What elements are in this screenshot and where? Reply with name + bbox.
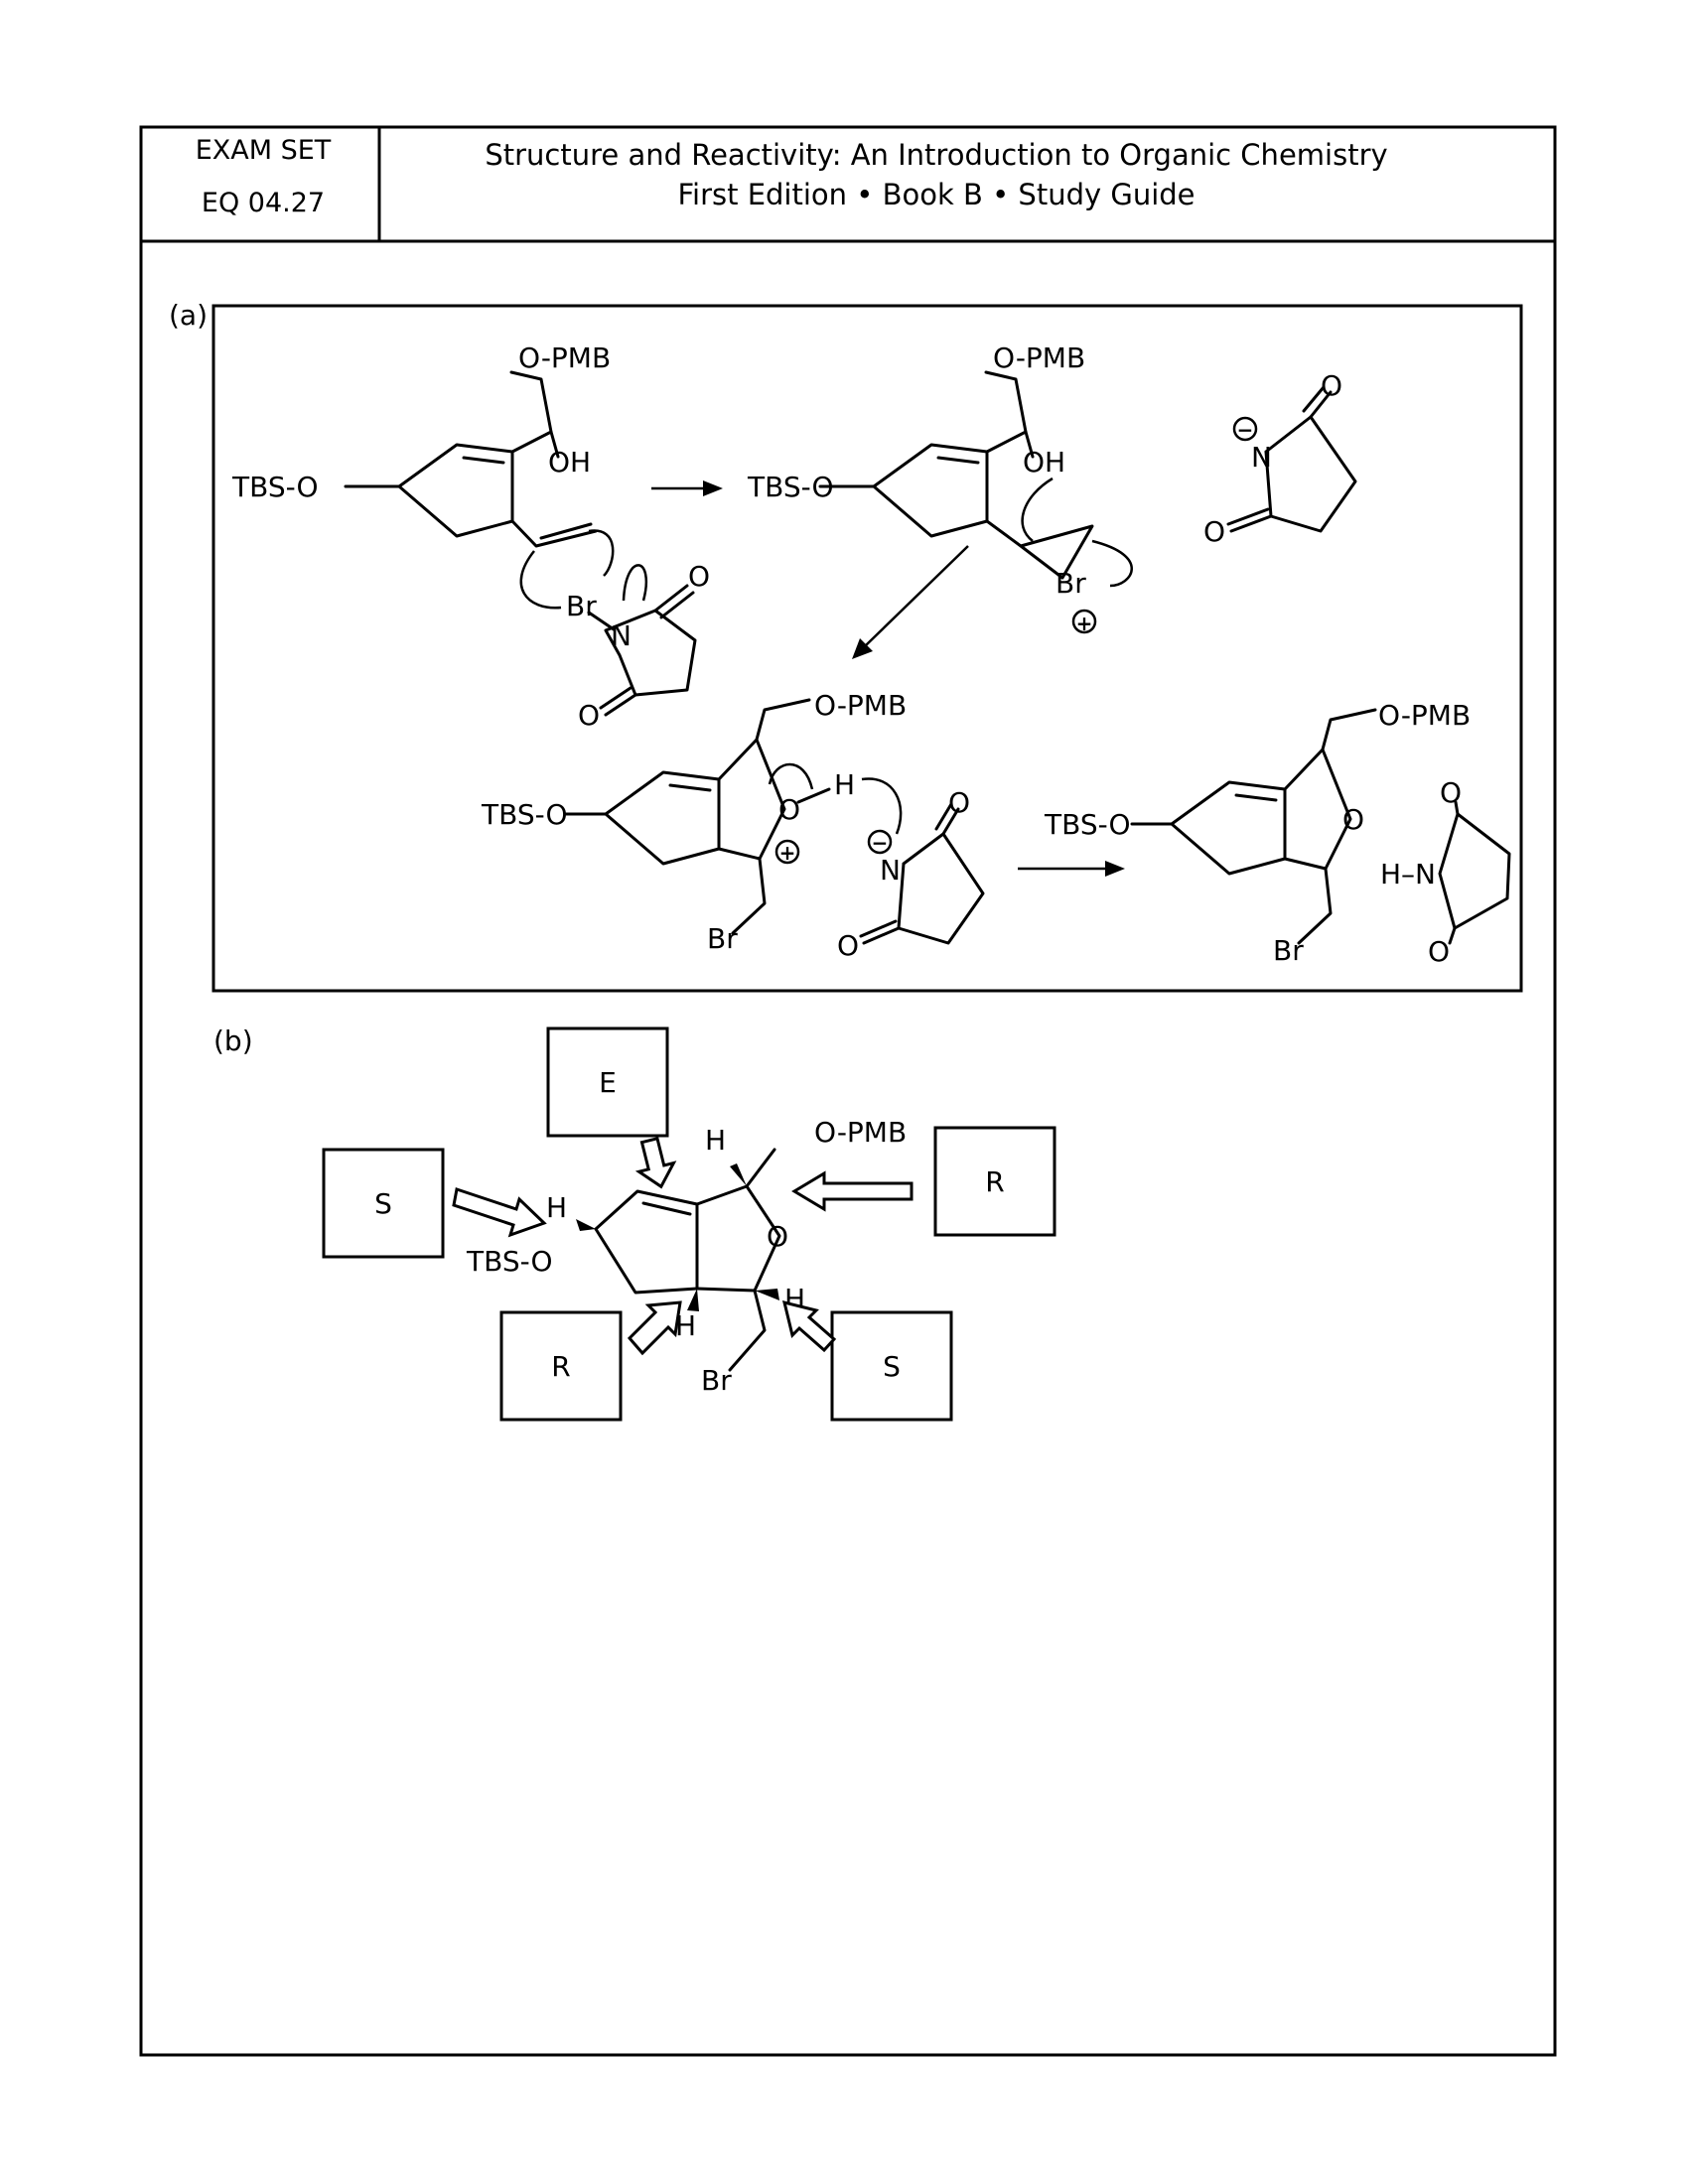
oxonium-o-label: O bbox=[778, 793, 800, 826]
pointer-arrow-ch2opmb bbox=[791, 1170, 914, 1212]
bromonium-br-label: Br bbox=[1055, 567, 1086, 600]
stereo-o-pmb-label: O-PMB bbox=[814, 1116, 907, 1149]
o-pmb-label-3: O-PMB bbox=[814, 689, 907, 722]
ether-o-label: O bbox=[1342, 803, 1364, 836]
answer-ch2opmb: R bbox=[985, 1165, 1004, 1198]
h-n-label: H–N bbox=[1380, 858, 1436, 890]
answer-box-ch2br-carbon: S bbox=[830, 1310, 953, 1422]
o-pmb-label: O-PMB bbox=[518, 341, 611, 374]
tbs-o-label: TBS-O bbox=[231, 471, 319, 503]
stereo-h2-label: H bbox=[705, 1124, 726, 1157]
part-a-box bbox=[211, 304, 1523, 993]
answer-box-ch2opmb-carbon: R bbox=[933, 1126, 1056, 1237]
positive-charge-icon bbox=[1071, 609, 1097, 634]
part-b-label: (b) bbox=[213, 1024, 253, 1057]
succinimide-anion-2: N O O − bbox=[837, 786, 985, 962]
stereo-h1-label: H bbox=[546, 1191, 567, 1224]
wedge-bond-3 bbox=[687, 1289, 699, 1311]
pointer-arrow-ch2br bbox=[781, 1299, 837, 1353]
anion2-minus-sign: − bbox=[872, 831, 889, 855]
answer-box-tbso-carbon: S bbox=[322, 1148, 445, 1259]
ch2br-label-3: Br bbox=[707, 922, 738, 955]
tbs-o-label-4: TBS-O bbox=[1044, 808, 1131, 841]
ch2br-label-4: Br bbox=[1273, 934, 1304, 967]
book-subtitle: First Edition • Book B • Study Guide bbox=[677, 178, 1195, 211]
oh-label-2: OH bbox=[1023, 446, 1065, 478]
plus-sign: + bbox=[1076, 612, 1093, 635]
wedge-bond-2 bbox=[730, 1163, 747, 1186]
bromonium-intermediate: TBS-O O-PMB OH Br + bbox=[747, 341, 1133, 635]
reaction-arrow-2-head bbox=[852, 638, 873, 659]
reaction-arrow-3-head bbox=[1105, 861, 1125, 877]
oxonium-plus-icon bbox=[774, 839, 800, 865]
anion2-o2-label: O bbox=[837, 929, 859, 962]
anion-o2-label: O bbox=[1203, 515, 1225, 548]
pointer-arrow-ring-fusion bbox=[627, 1300, 682, 1356]
succinimide-anion-1: N O O − bbox=[1203, 369, 1357, 548]
answer-ring-fusion: R bbox=[551, 1350, 570, 1383]
anion-o-label: O bbox=[1321, 369, 1342, 402]
nbs-br-label: Br bbox=[566, 590, 597, 622]
anion2-minus-icon bbox=[867, 829, 893, 855]
oxonium-h-label: H bbox=[834, 768, 855, 801]
anion-n-label: N bbox=[1251, 441, 1272, 474]
reaction-arrow-2 bbox=[863, 545, 969, 648]
pointer-arrow-tbso bbox=[452, 1187, 547, 1238]
negative-charge-icon bbox=[1232, 416, 1258, 442]
anion2-n-label: N bbox=[880, 854, 901, 887]
o-pmb-label-2: O-PMB bbox=[993, 341, 1085, 374]
answer-ch2br: S bbox=[883, 1350, 901, 1383]
pointer-arrow-alkene bbox=[634, 1136, 677, 1189]
oxonium-intermediate: TBS-O O-PMB O H Br + bbox=[481, 689, 907, 955]
anion2-o-label: O bbox=[948, 786, 970, 819]
stereo-br-label: Br bbox=[701, 1364, 732, 1397]
succinimide-product: H–N O O bbox=[1380, 776, 1511, 968]
nbs-reagent: Br N O O bbox=[566, 560, 710, 732]
reaction-arrow-1-head bbox=[703, 480, 723, 496]
nbs-n-label: N bbox=[611, 619, 632, 652]
answer-box-ring-fusion-carbon: R bbox=[499, 1310, 623, 1422]
stereo-ether-o-label: O bbox=[767, 1220, 788, 1253]
starting-material: TBS-O O-PMB OH bbox=[231, 341, 611, 548]
answer-tbso: S bbox=[374, 1187, 392, 1220]
stereo-structure: H H H H TBS-O O-PMB O Br bbox=[466, 1116, 907, 1397]
curved-arrows-step1 bbox=[519, 529, 648, 610]
o-pmb-label-4: O-PMB bbox=[1378, 699, 1471, 732]
answer-alkene: E bbox=[599, 1066, 617, 1099]
stereo-h3-label: H bbox=[675, 1309, 696, 1342]
product-o2-label: O bbox=[1428, 935, 1450, 968]
oxonium-plus-sign: + bbox=[779, 841, 796, 865]
answer-box-alkene: E bbox=[546, 1026, 669, 1138]
minus-sign: − bbox=[1237, 418, 1254, 442]
exam-code: EQ 04.27 bbox=[202, 188, 325, 218]
oh-label: OH bbox=[548, 446, 591, 478]
tbs-o-label-2: TBS-O bbox=[747, 471, 834, 503]
exam-set-label: EXAM SET bbox=[196, 135, 332, 166]
bicyclic-ether-product: TBS-O O-PMB O Br bbox=[1044, 699, 1471, 967]
wedge-bond-4 bbox=[755, 1289, 779, 1300]
nbs-o-label: O bbox=[688, 560, 710, 593]
nbs-o2-label: O bbox=[578, 699, 600, 732]
wedge-bond bbox=[576, 1219, 596, 1231]
product-o-label: O bbox=[1440, 776, 1462, 809]
book-title: Structure and Reactivity: An Introductio… bbox=[485, 138, 1387, 172]
page-frame bbox=[139, 125, 1557, 2057]
tbs-o-label-3: TBS-O bbox=[481, 798, 568, 831]
part-a-label: (a) bbox=[169, 299, 208, 332]
stereo-tbs-o-label: TBS-O bbox=[466, 1245, 553, 1278]
